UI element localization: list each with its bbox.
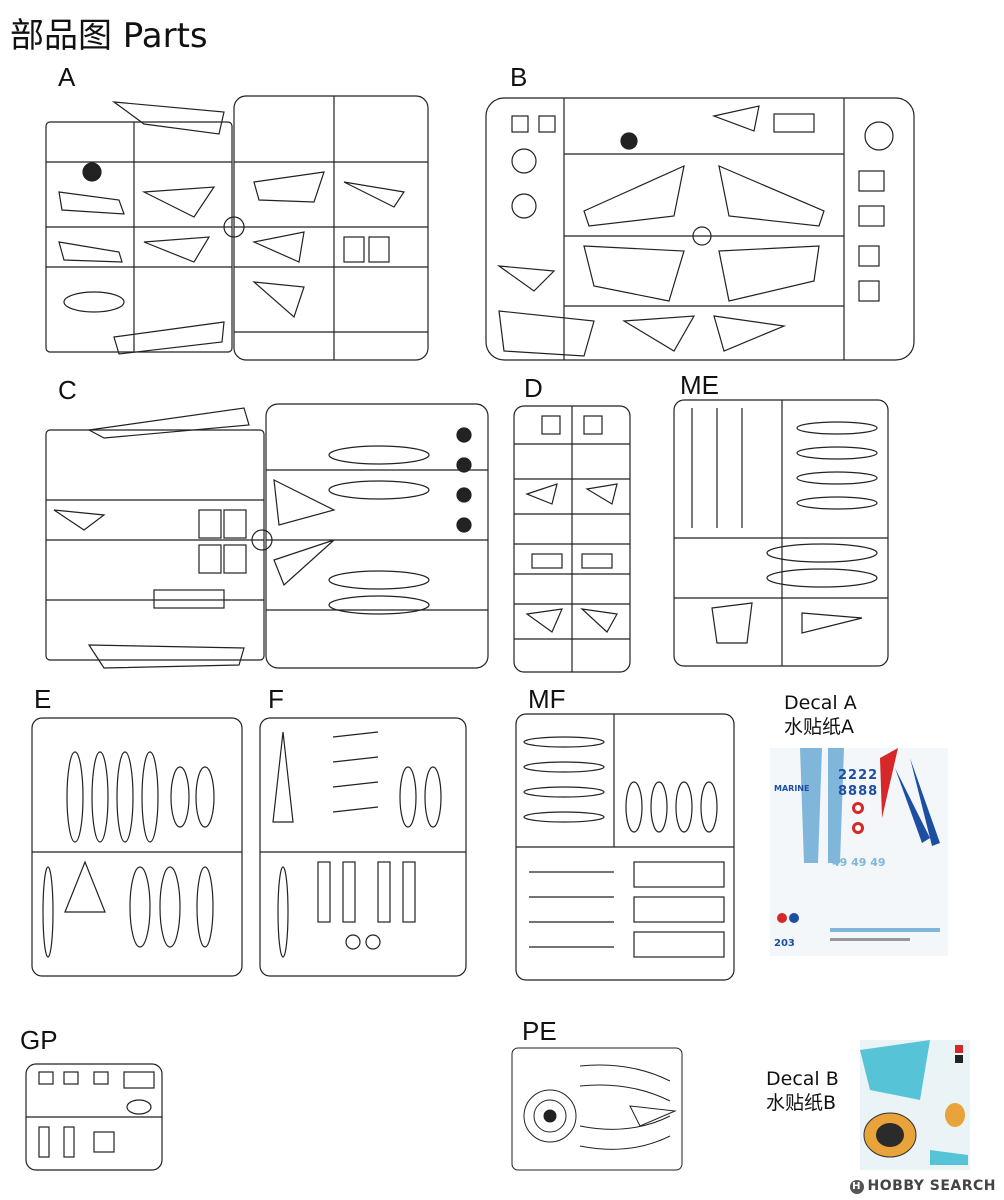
sprue-label-mf: MF: [528, 684, 566, 714]
decal-a-label-en: Decal A: [784, 692, 857, 714]
sprue-mf-drawing: [514, 712, 736, 982]
decal-a-code: 203: [774, 938, 795, 949]
sprue-label-me: ME: [680, 370, 719, 400]
sprue-label-a: A: [58, 62, 76, 92]
decal-a-label-cn: 水贴纸A: [784, 716, 854, 738]
sprue-d-drawing: [512, 404, 632, 674]
sprue-gp-drawing: [24, 1062, 164, 1172]
watermark-text: HOBBY SEARCH: [867, 1178, 996, 1194]
sprue-label-e: E: [34, 684, 52, 714]
decal-a-marine-text: MARINE: [774, 784, 810, 793]
sprue-e-drawing: [30, 712, 244, 980]
sprue-label-b: B: [510, 62, 528, 92]
sprue-me-drawing: [672, 398, 890, 668]
decal-a-numbers-top: 2222: [838, 768, 879, 783]
sprue-label-f: F: [268, 684, 284, 714]
sprue-label-d: D: [524, 373, 543, 403]
pe-sheet-drawing: [510, 1046, 684, 1172]
decal-a-label: Decal A 水贴纸A: [784, 691, 857, 739]
sprue-b-drawing: [484, 96, 918, 362]
decal-b-label-cn: 水贴纸B: [766, 1092, 837, 1114]
decal-b-sheet: [860, 1040, 970, 1170]
sprue-label-pe: PE: [522, 1016, 557, 1046]
sprue-a-drawing: [44, 92, 432, 364]
hobby-search-logo-icon: H: [849, 1180, 864, 1194]
decal-b-label: Decal B 水贴纸B: [766, 1067, 839, 1115]
decal-a-sheet: MARINE 2222 8888 49 49 49 203: [770, 748, 948, 956]
sprue-f-drawing: [258, 712, 468, 980]
decal-a-numbers-mid: 8888: [838, 784, 879, 799]
sprue-label-gp: GP: [20, 1025, 58, 1055]
page-title: 部品图 Parts: [10, 16, 208, 56]
sprue-label-c: C: [58, 375, 77, 405]
decal-b-label-en: Decal B: [766, 1068, 839, 1090]
sprue-c-drawing: [44, 400, 492, 672]
decal-a-numbers-row: 49 49 49: [832, 856, 886, 869]
